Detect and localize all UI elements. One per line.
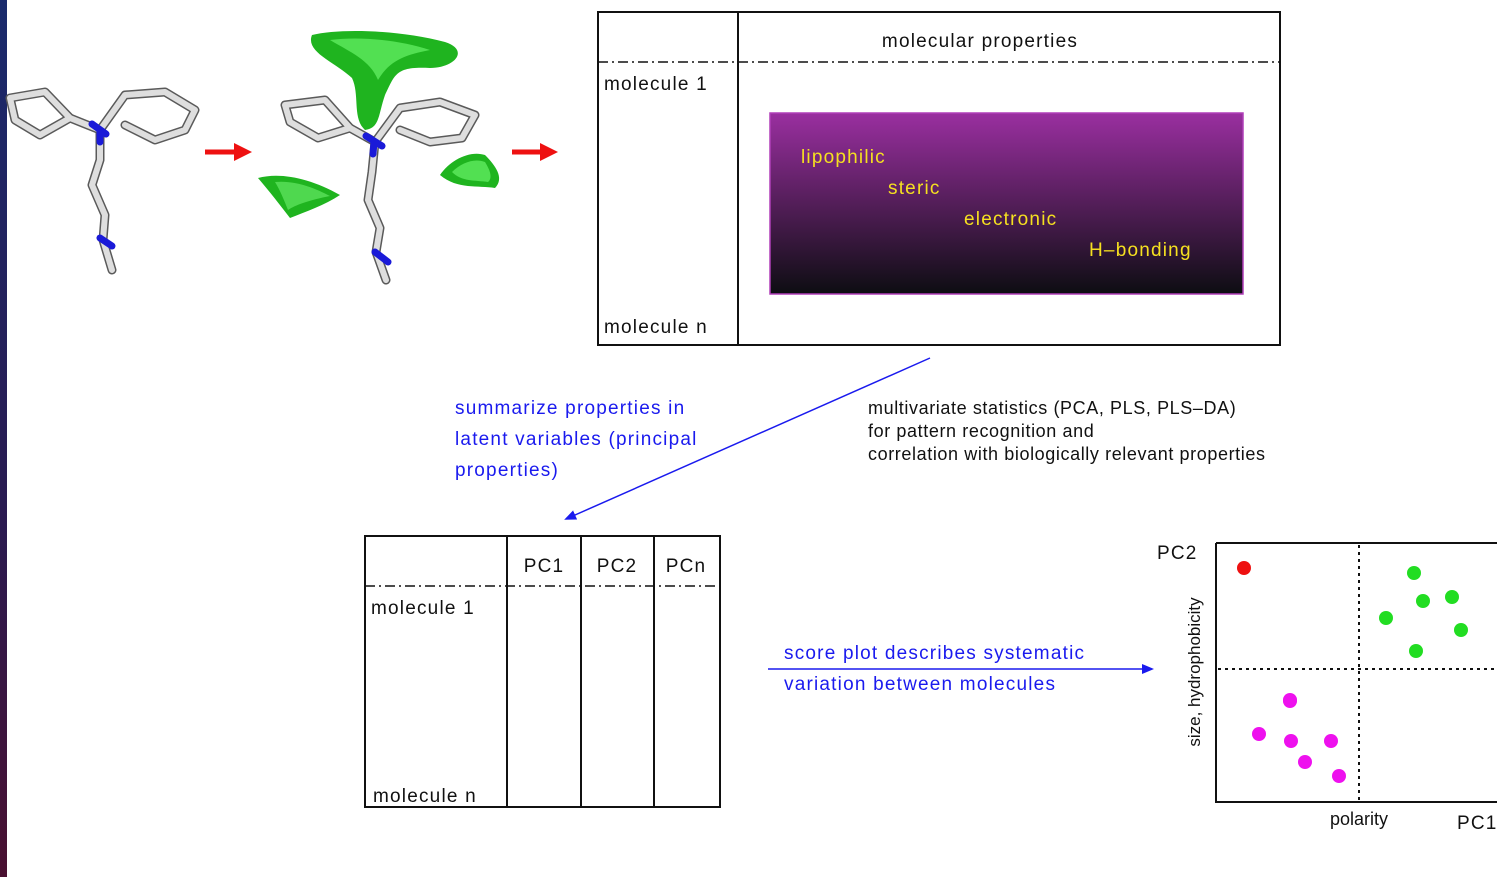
score-plot: PC2 size, hydrophobicity polarity PC1 [1157, 542, 1497, 834]
pc-table: PC1 PC2 PCn molecule 1 molecule n [364, 535, 721, 808]
summarize-note: summarize properties in latent variables… [455, 398, 698, 481]
row-label-last: molecule n [604, 317, 708, 338]
score-point [1284, 734, 1298, 748]
property-electronic: electronic [964, 209, 1057, 230]
property-table-header: molecular properties [882, 31, 1078, 52]
score-point [1445, 590, 1459, 604]
x-axis-name: PC1 [1457, 813, 1497, 834]
score-plot-note-line: score plot describes systematic [784, 643, 1085, 664]
property-h-bonding: H–bonding [1089, 240, 1192, 261]
slide-edge-bar [0, 0, 7, 877]
property-table: molecular properties molecule 1 molecule… [597, 11, 1281, 346]
score-point [1237, 561, 1251, 575]
score-point [1324, 734, 1338, 748]
score-point [1379, 611, 1393, 625]
y-axis-label: size, hydrophobicity [1185, 597, 1204, 747]
y-axis-name: PC2 [1157, 543, 1198, 564]
score-point [1454, 623, 1468, 637]
score-point [1252, 727, 1266, 741]
score-plot-note: score plot describes systematic variatio… [784, 643, 1085, 695]
property-steric: steric [888, 178, 941, 199]
property-lipophilic: lipophilic [801, 147, 886, 168]
row-label-last: molecule n [373, 786, 477, 807]
score-plot-note-line: variation between molecules [784, 674, 1056, 695]
score-point [1298, 755, 1312, 769]
multivariate-note-line: correlation with biologically relevant p… [868, 444, 1266, 464]
row-label-first: molecule 1 [371, 598, 475, 619]
pc-column-n: PCn [666, 556, 707, 577]
x-axis-label: polarity [1330, 809, 1388, 829]
multivariate-note-line: for pattern recognition and [868, 421, 1094, 441]
multivariate-note-line: multivariate statistics (PCA, PLS, PLS–D… [868, 398, 1236, 418]
property-matrix-box [769, 112, 1244, 295]
molecule-structure-image [5, 87, 200, 275]
score-point [1332, 769, 1346, 783]
red-arrow-icon [512, 143, 558, 161]
red-arrow-icon [205, 143, 252, 161]
blue-arrow-icon [564, 357, 931, 520]
summarize-note-line: properties) [455, 460, 559, 481]
pc-column-1: PC1 [524, 556, 565, 577]
score-plot-points [1237, 561, 1468, 783]
summarize-note-line: latent variables (principal [455, 429, 698, 450]
score-point [1409, 644, 1423, 658]
multivariate-note: multivariate statistics (PCA, PLS, PLS–D… [868, 398, 1266, 464]
row-label-first: molecule 1 [604, 74, 708, 95]
summarize-note-line: summarize properties in [455, 398, 685, 419]
score-point [1407, 566, 1421, 580]
score-point [1416, 594, 1430, 608]
molecular-field-image [258, 30, 500, 285]
pc-column-2: PC2 [597, 556, 638, 577]
score-point [1283, 694, 1297, 708]
